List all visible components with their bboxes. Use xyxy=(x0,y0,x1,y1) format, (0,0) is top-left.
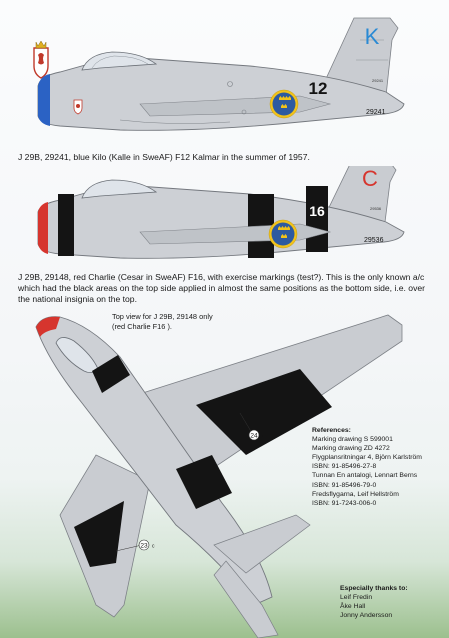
swedish-roundel-icon xyxy=(269,89,299,119)
tailplane-left xyxy=(213,560,279,638)
caption-line: which had the black areas on the top sid… xyxy=(18,283,426,293)
swedish-roundel-icon xyxy=(268,219,298,249)
canopy xyxy=(81,179,158,199)
reference-item: ISBN: 91-85496-79-0 xyxy=(312,481,377,489)
callout-suffix: c xyxy=(262,434,265,440)
fin-code-letter: C xyxy=(362,166,378,191)
references-block: References: Marking drawing S 599001 Mar… xyxy=(312,426,444,508)
tailplane-right xyxy=(213,514,311,574)
thanks-item: Leif Fredin xyxy=(340,594,373,602)
fuselage-number: 16 xyxy=(309,203,325,219)
callout-number: 23 xyxy=(140,543,148,550)
fin-code-letter: K xyxy=(365,24,380,49)
nose-band xyxy=(38,74,50,126)
thanks-heading: Especially thanks to: xyxy=(340,585,408,592)
f12-squadron-crest-icon xyxy=(33,40,49,79)
tail-serial: 29241 xyxy=(366,109,386,116)
fuselage-number: 12 xyxy=(309,79,328,98)
wing-left-stripe xyxy=(74,501,124,567)
nose-tip xyxy=(36,316,60,337)
reference-item: Tunnan En antalogi, Lennart Berns xyxy=(312,472,418,480)
note-line: Top view for J 29B, 29148 only xyxy=(112,312,213,321)
canopy xyxy=(81,51,158,71)
aircraft-top-view: 24 c 23 c xyxy=(35,314,403,638)
nose-band xyxy=(38,202,48,254)
wing-right-stripe xyxy=(196,369,332,455)
reference-item: Flygplansritningar 4, Björn Karlström xyxy=(312,454,422,462)
tail-serial: 29536 xyxy=(364,237,384,244)
callout-24: 24 c xyxy=(248,429,265,441)
callout-23: 23 c xyxy=(138,539,155,551)
aircraft-side-view-29241: K 12 29241 29241 xyxy=(33,17,405,131)
callout-number: 24 xyxy=(250,433,258,440)
caption-line: the national insignia on the top. xyxy=(18,294,137,304)
caption-line: J 29B, 29148, red Charlie (Cesar in SweA… xyxy=(18,272,425,282)
thanks-item: Åke Hall xyxy=(340,603,366,611)
reference-item: Marking drawing S 599001 xyxy=(312,436,393,444)
fuselage-top xyxy=(35,316,273,606)
callout-suffix: c xyxy=(152,544,155,550)
aircraft-side-view-29148: C 16 29536 29536 xyxy=(37,166,405,259)
caption-aircraft-29241: J 29B, 29241, blue Kilo (Kalle in SweAF)… xyxy=(18,152,310,162)
fuselage-stripe xyxy=(176,455,232,509)
reference-item: Fredsflygarna, Leif Hellström xyxy=(312,490,399,498)
caption-aircraft-29148: J 29B, 29148, red Charlie (Cesar in SweA… xyxy=(18,272,443,305)
note-line: (red Charlie F16 ). xyxy=(112,321,172,331)
reference-item: ISBN: 91-85496-27-8 xyxy=(312,463,377,471)
fin-stencil: 29241 xyxy=(372,78,384,83)
reference-item: Marking drawing ZD 4272 xyxy=(312,445,390,453)
fuselage-crest-icon xyxy=(73,99,83,115)
reference-item: ISBN: 91-7243-006-0 xyxy=(312,499,377,507)
top-view-note: Top view for J 29B, 29148 only (red Char… xyxy=(112,312,213,331)
exercise-stripe-front xyxy=(58,194,74,256)
exercise-stripe-rear xyxy=(306,186,328,252)
thanks-item: Jonny Andersson xyxy=(340,612,393,620)
fin-stencil: 29536 xyxy=(370,206,382,211)
thanks-block: Especially thanks to: Leif Fredin Åke Ha… xyxy=(340,584,445,620)
references-heading: References: xyxy=(312,427,351,434)
